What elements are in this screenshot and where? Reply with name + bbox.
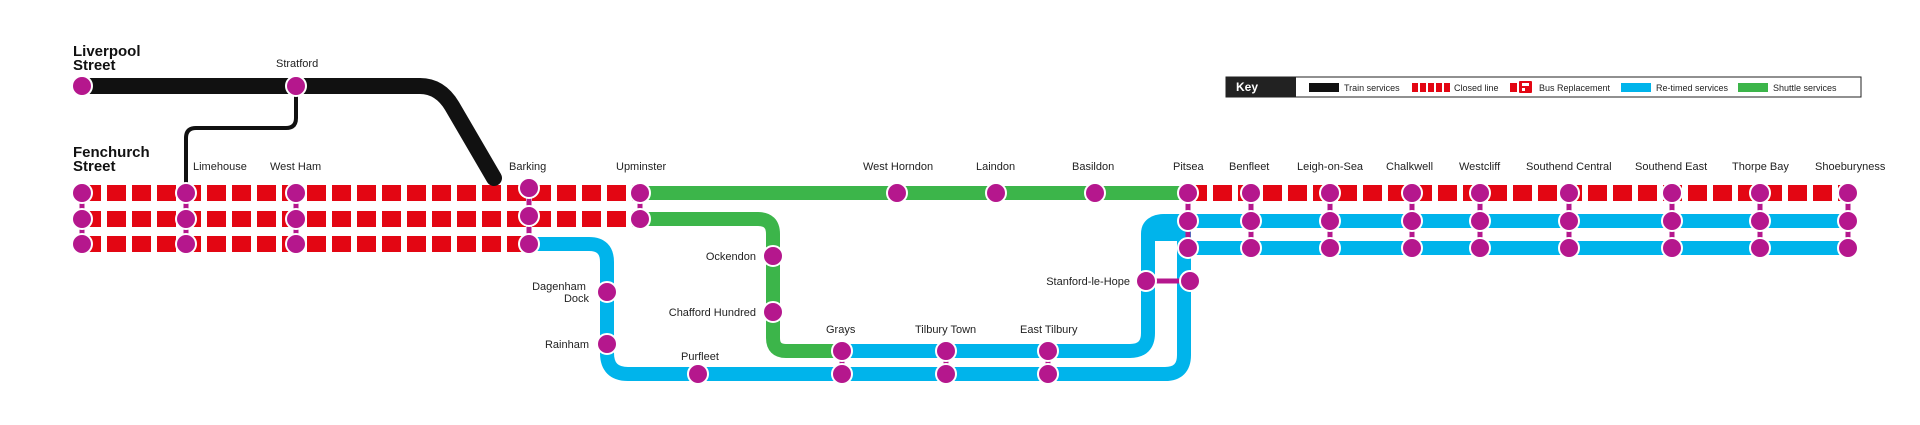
- bus-icon: [1510, 81, 1532, 93]
- station-label-southend-central: Southend Central: [1526, 161, 1612, 173]
- retimed-line-tilbury: [840, 234, 1155, 358]
- station-label-basildon: Basildon: [1072, 161, 1114, 173]
- station-label-stratford: Stratford: [276, 58, 318, 70]
- key-closed-swatch: [1412, 83, 1450, 92]
- train-line-stratford-limehouse: [184, 84, 298, 195]
- map-key: Key Train services Closed line Bus Repla…: [1225, 76, 1862, 98]
- terminal-label-liverpool-street: Liverpool Street: [73, 43, 145, 74]
- station-dot-chalkwell: [1401, 182, 1423, 204]
- station-dot-laindon: [985, 182, 1007, 204]
- station-dot-stanford-le-hope: [1135, 270, 1157, 292]
- station-label-chalkwell: Chalkwell: [1386, 161, 1433, 173]
- station-dot-benfleet: [1240, 182, 1262, 204]
- station-dot-liverpool-street: [71, 75, 93, 97]
- train-lines: [74, 78, 502, 195]
- station-dot-westcliff: [1469, 182, 1491, 204]
- shuttle-line-upminster-grays: [640, 212, 842, 358]
- key-train-label: Train services: [1344, 83, 1400, 93]
- key-title: Key: [1236, 80, 1258, 94]
- key-retimed-swatch: [1621, 83, 1651, 92]
- station-dot-upminster: [629, 182, 651, 204]
- station-labels: Stratford Limehouse West Ham Barking Upm…: [193, 58, 1886, 363]
- station-label-laindon: Laindon: [976, 161, 1015, 173]
- station-dot-limehouse: [175, 182, 197, 204]
- station-label-pitsea: Pitsea: [1173, 161, 1204, 173]
- station-dot-fenchurch-street: [71, 182, 93, 204]
- key-train-swatch: [1309, 83, 1339, 92]
- station-label-leigh-on-sea: Leigh-on-Sea: [1297, 161, 1364, 173]
- station-dot-west-ham: [285, 182, 307, 204]
- station-label-chafford-hundred: Chafford Hundred: [669, 307, 756, 319]
- station-dot-stratford: [285, 75, 307, 97]
- station-label-ockendon: Ockendon: [706, 251, 756, 263]
- shuttle-lines: [640, 186, 1188, 358]
- station-dot-barking: [518, 177, 540, 199]
- station-dot-west-horndon: [886, 182, 908, 204]
- key-shuttle-label: Shuttle services: [1773, 83, 1837, 93]
- station-label-limehouse: Limehouse: [193, 161, 247, 173]
- key-shuttle-swatch: [1738, 83, 1768, 92]
- station-label-shoeburyness: Shoeburyness: [1815, 161, 1886, 173]
- station-label-benfleet: Benfleet: [1229, 161, 1269, 173]
- retimed-line-pitsea-shoebury: [1141, 214, 1848, 239]
- station-dot-dagenham-dock: [596, 281, 618, 303]
- station-dot-chafford-hundred: [762, 301, 784, 323]
- station-label-westcliff: Westcliff: [1459, 161, 1501, 173]
- station-dot-rainham: [596, 333, 618, 355]
- station-dot-leigh-on-sea: [1319, 182, 1341, 204]
- station-dot-shoeburyness: [1837, 182, 1859, 204]
- station-dot-pitsea: [1177, 182, 1199, 204]
- station-label-purfleet: Purfleet: [681, 351, 719, 363]
- station-dots: [71, 75, 1859, 385]
- terminal-label-fenchurch-street: Fenchurch Street: [73, 144, 154, 175]
- station-label-barking: Barking: [509, 161, 546, 173]
- station-label-southend-east: Southend East: [1635, 161, 1707, 173]
- train-line-liverpool-barking: [74, 78, 502, 186]
- key-header: [1226, 77, 1296, 97]
- station-dot-east-tilbury: [1037, 340, 1059, 362]
- retimed-lines: [530, 214, 1848, 381]
- key-retimed-label: Re-timed services: [1656, 83, 1729, 93]
- station-dot-ockendon: [762, 245, 784, 267]
- station-label-tilbury-town: Tilbury Town: [915, 324, 976, 336]
- station-label-stanford-le-hope: Stanford-le-Hope: [1046, 276, 1130, 288]
- station-dot-purfleet: [687, 363, 709, 385]
- station-dot-southend-east: [1661, 182, 1683, 204]
- retimed-line-rainham-loop: [530, 221, 1191, 381]
- station-label-dagenham-dock: Dagenham Dock: [532, 281, 589, 305]
- station-label-east-tilbury: East Tilbury: [1020, 324, 1078, 336]
- station-dot-tilbury-town: [935, 340, 957, 362]
- key-bus-label: Bus Replacement: [1539, 83, 1611, 93]
- station-dot-grays: [831, 340, 853, 362]
- station-label-grays: Grays: [826, 324, 856, 336]
- station-label-upminster: Upminster: [616, 161, 666, 173]
- station-dot-basildon: [1084, 182, 1106, 204]
- station-label-west-horndon: West Horndon: [863, 161, 933, 173]
- station-dot-southend-central: [1558, 182, 1580, 204]
- station-dot-thorpe-bay: [1749, 182, 1771, 204]
- station-label-rainham: Rainham: [545, 339, 589, 351]
- station-label-thorpe-bay: Thorpe Bay: [1732, 161, 1789, 173]
- key-closed-label: Closed line: [1454, 83, 1499, 93]
- station-label-west-ham: West Ham: [270, 161, 321, 173]
